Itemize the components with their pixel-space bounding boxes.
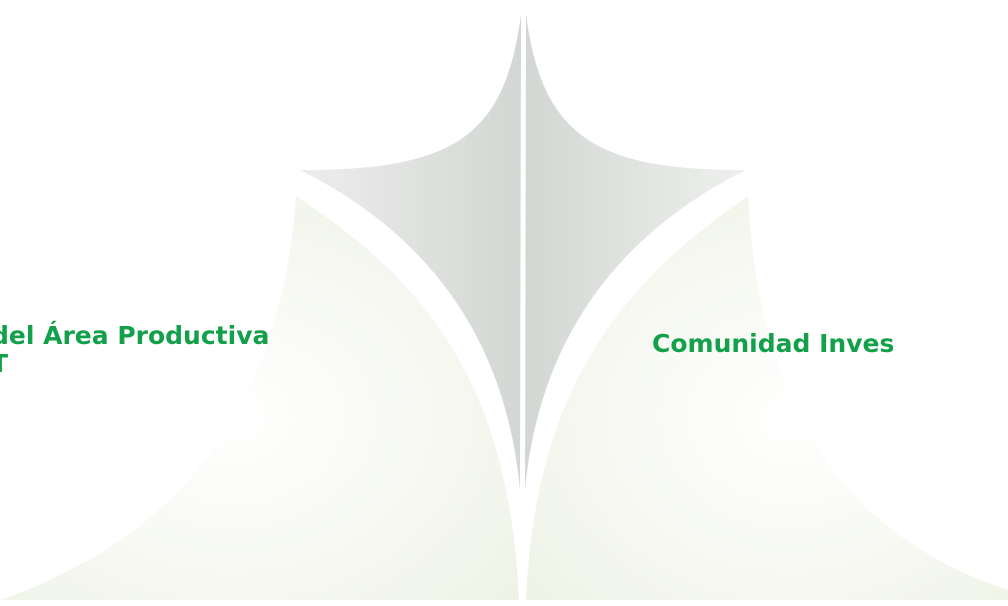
right-gray-petal [525, 14, 746, 490]
right-section-title: Comunidad Inves [652, 330, 894, 358]
left-title-line-2: T [0, 350, 269, 378]
right-title-line: Comunidad Inves [652, 329, 895, 358]
right-leaf-shape [526, 196, 1008, 600]
center-divider [521, 12, 525, 602]
left-section-title: del Área Productiva T [0, 322, 269, 378]
left-title-line-1: del Área Productiva [0, 321, 270, 350]
left-leaf-shape [0, 196, 519, 600]
left-gray-petal [300, 14, 521, 490]
